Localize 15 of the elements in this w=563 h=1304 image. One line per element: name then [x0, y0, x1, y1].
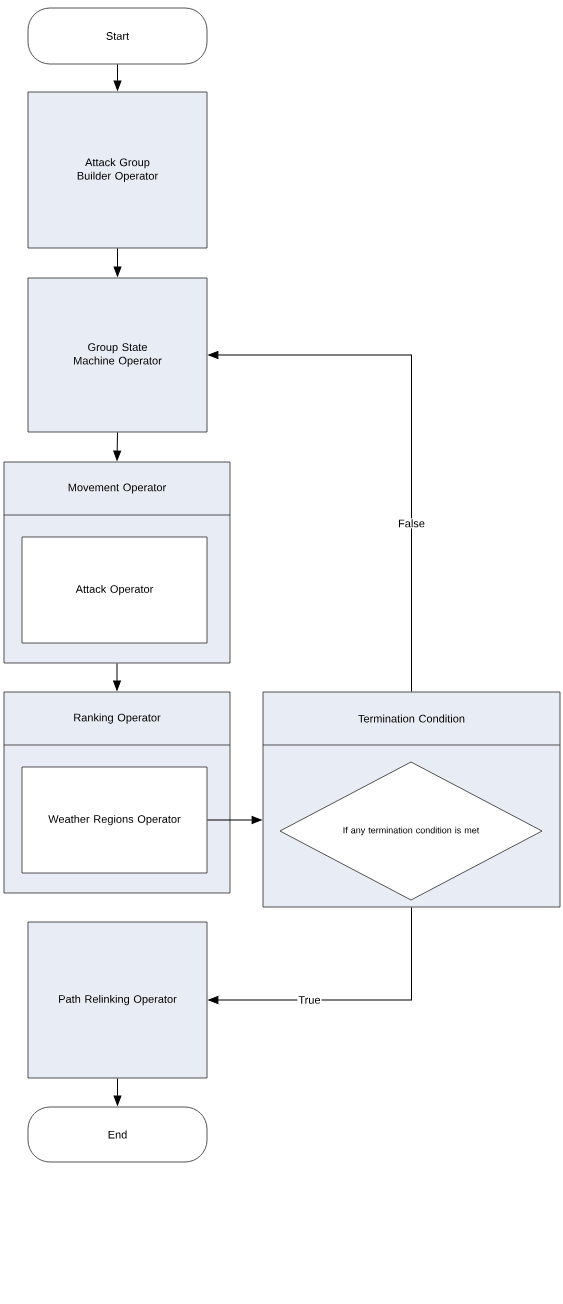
process-box: Weather Regions Operator [21, 766, 208, 874]
arrow [113, 662, 121, 691]
process-box: Attack Operator [21, 536, 208, 644]
edge-label: False [397, 518, 426, 529]
arrow [208, 906, 412, 1004]
process-box: Group State Machine Operator [27, 277, 208, 433]
process-box: Attack Group Builder Operator [27, 91, 208, 249]
edge-label: True [297, 995, 322, 1005]
arrow [208, 351, 412, 693]
arrow [113, 63, 122, 91]
arrow [113, 431, 122, 461]
process-box: Path Relinking Operator [27, 921, 208, 1079]
arrow [113, 1077, 122, 1106]
arrow [113, 247, 122, 277]
arrow [206, 816, 262, 824]
